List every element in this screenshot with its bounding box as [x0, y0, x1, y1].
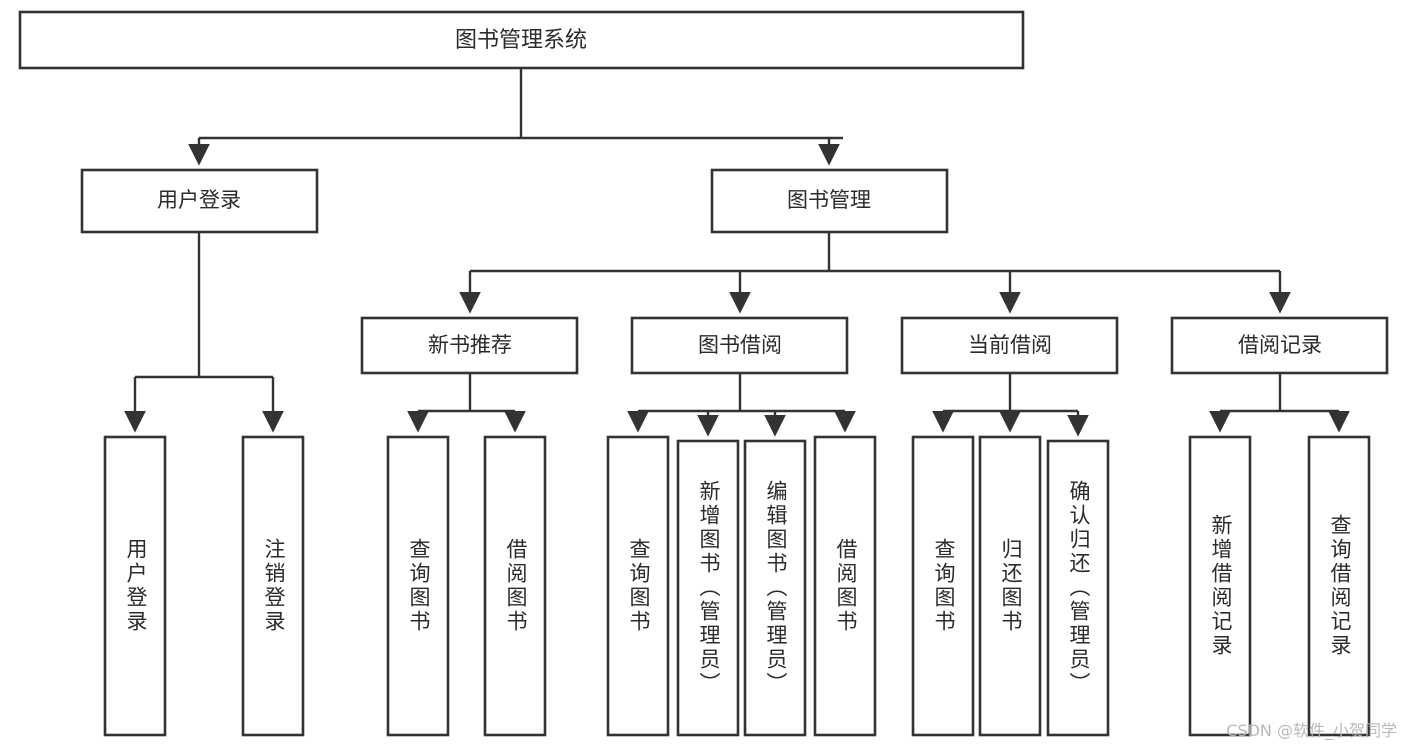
node-leaf-edit-book-label: 编辑图书（管理员）: [764, 480, 788, 696]
node-leaf-query-book-3[interactable]: 查询图书: [911, 435, 975, 737]
connector-userlogin-to-leaves: [124, 232, 284, 433]
connector-borrowrecord-to-leaves: [1209, 373, 1350, 433]
node-user-login-label: 用户登录: [157, 188, 241, 212]
node-leaf-add-record-label: 新增借阅记录: [1209, 514, 1233, 658]
node-leaf-confirm-return[interactable]: 确认归还（管理员）: [1046, 439, 1110, 737]
node-leaf-query-book-1[interactable]: 查询图书: [386, 435, 450, 737]
node-leaf-query-record[interactable]: 查询借阅记录: [1307, 435, 1371, 737]
node-leaf-query-book-2-label: 查询图书: [627, 538, 651, 634]
node-root-label: 图书管理系统: [455, 28, 587, 53]
node-borrow-record-label: 借阅记录: [1238, 333, 1322, 357]
node-leaf-borrow-book-2-label: 借阅图书: [834, 538, 858, 634]
connector-newbook-to-leaves: [407, 373, 526, 433]
node-leaf-add-book-label: 新增图书（管理员）: [697, 480, 721, 696]
node-book-manage-label: 图书管理: [787, 188, 871, 212]
connector-bookmanage-to-level3: [459, 232, 1291, 314]
node-new-book-recommend[interactable]: 新书推荐: [360, 316, 579, 375]
connector-currentborrow-to-leaves: [932, 373, 1089, 437]
node-leaf-add-record[interactable]: 新增借阅记录: [1188, 435, 1252, 737]
node-leaf-add-book[interactable]: 新增图书（管理员）: [676, 439, 740, 737]
node-leaf-edit-book[interactable]: 编辑图书（管理员）: [743, 439, 807, 737]
node-current-borrow-label: 当前借阅: [968, 333, 1052, 357]
node-leaf-confirm-return-label: 确认归还（管理员）: [1067, 480, 1091, 696]
connector-root-to-level2: [188, 68, 843, 166]
node-leaf-query-record-label: 查询借阅记录: [1328, 514, 1352, 658]
node-leaf-user-login[interactable]: 用户登录: [103, 435, 167, 737]
node-leaf-return-book-label: 归还图书: [999, 538, 1023, 634]
node-user-login[interactable]: 用户登录: [80, 168, 319, 234]
node-current-borrow[interactable]: 当前借阅: [900, 316, 1119, 375]
connector-bookborrow-to-leaves: [627, 373, 856, 437]
node-borrow-record[interactable]: 借阅记录: [1170, 316, 1389, 375]
node-book-manage[interactable]: 图书管理: [710, 168, 949, 234]
node-leaf-borrow-book-1[interactable]: 借阅图书: [483, 435, 547, 737]
node-leaf-logout-login[interactable]: 注销登录: [241, 435, 305, 737]
node-leaf-query-book-3-label: 查询图书: [932, 538, 956, 634]
node-leaf-borrow-book-2[interactable]: 借阅图书: [813, 435, 877, 737]
node-leaf-borrow-book-1-label: 借阅图书: [504, 538, 528, 634]
node-book-borrow-label: 图书借阅: [698, 333, 782, 357]
node-leaf-return-book[interactable]: 归还图书: [978, 435, 1042, 737]
node-root[interactable]: 图书管理系统: [18, 10, 1025, 70]
node-leaf-logout-login-label: 注销登录: [262, 538, 286, 634]
node-leaf-user-login-label: 用户登录: [124, 538, 148, 634]
node-leaf-query-book-2[interactable]: 查询图书: [606, 435, 670, 737]
node-book-borrow[interactable]: 图书借阅: [630, 316, 849, 375]
node-new-book-recommend-label: 新书推荐: [428, 333, 512, 357]
node-leaf-query-book-1-label: 查询图书: [407, 538, 431, 634]
